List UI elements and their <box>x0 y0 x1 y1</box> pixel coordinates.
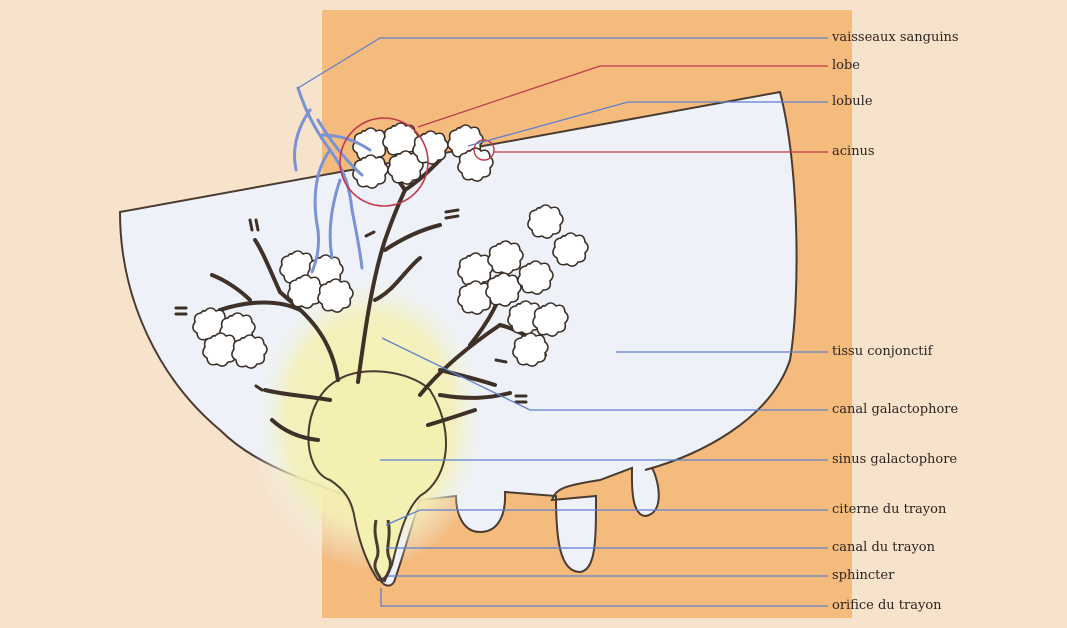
label-canal-du-trayon: canal du trayon <box>832 540 935 556</box>
label-vaisseaux-sanguins: vaisseaux sanguins <box>832 30 959 46</box>
label-tissu-conjonctif: tissu conjonctif <box>832 344 932 360</box>
label-sphincter: sphincter <box>832 568 894 584</box>
label-sinus-galactophore: sinus galactophore <box>832 452 957 468</box>
label-lobule: lobule <box>832 94 873 110</box>
label-acinus: acinus <box>832 144 875 160</box>
label-orifice-du-trayon: orifice du trayon <box>832 598 942 614</box>
label-citerne-du-trayon: citerne du trayon <box>832 502 946 518</box>
label-canal-galactophore: canal galactophore <box>832 402 958 418</box>
label-lobe: lobe <box>832 58 860 74</box>
